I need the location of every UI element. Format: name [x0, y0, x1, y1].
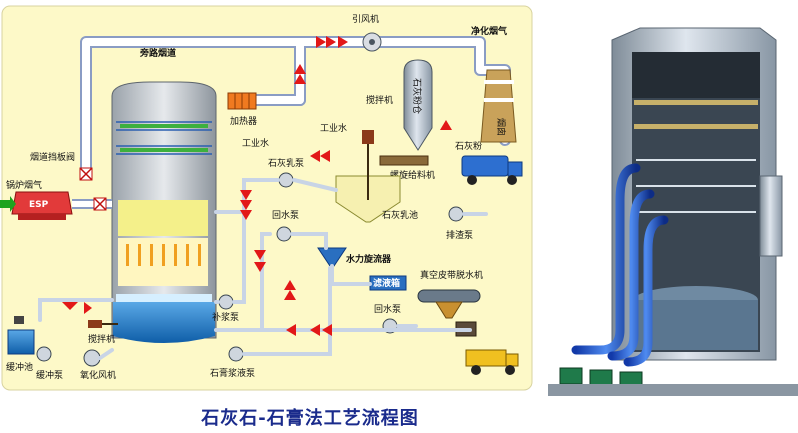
bypass-duct-label: 旁路烟道: [139, 47, 176, 59]
flush-tank-label: 缓冲池: [6, 361, 33, 373]
gypsum-truck: [465, 349, 519, 375]
heater-label: 加热器: [230, 115, 257, 127]
esp-label: ESP: [29, 200, 49, 210]
discharge-pump[interactable]: [448, 206, 464, 222]
absorber-3d-view: [548, 27, 798, 396]
heater: [227, 92, 257, 110]
lime-powder-label: 石灰粉: [455, 140, 482, 152]
flow-arrows: [62, 36, 452, 336]
clean-gas-label: 净化烟气: [471, 25, 507, 37]
inlet-valve[interactable]: [93, 197, 107, 211]
oxidation-fan-label: 氧化风机: [80, 369, 116, 381]
flush-pump[interactable]: [36, 346, 52, 362]
gypsum-slurry-pump[interactable]: [228, 346, 244, 362]
tank-mixer: [88, 320, 118, 328]
diagram-caption: 石灰石-石膏法工艺流程图: [201, 408, 419, 429]
oxidation-fan[interactable]: [83, 349, 101, 367]
flow-diagram-panel: 烟囱 引风机 净化烟气 旁路烟道 加热器: [0, 5, 533, 391]
lime-slurry-tank-label: 石灰乳池: [382, 209, 418, 221]
vacuum-filter-label: 真空皮带脱水机: [420, 269, 483, 281]
boiler-gas-label: 锅炉烟气: [6, 179, 42, 191]
gypsum-pump-label: 石膏浆液泵: [210, 367, 255, 379]
damper-label: 烟道挡板阀: [30, 151, 75, 163]
screw-feeder: [379, 155, 429, 166]
discharge-pump-label: 排渣泵: [446, 229, 473, 241]
lime-silo-label: 石灰粉仓: [411, 78, 423, 114]
absorber-tower: [111, 81, 217, 343]
induced-fan-label: 引风机: [352, 13, 379, 25]
return-pump-2-label: 回水泵: [374, 303, 401, 315]
chimney: 烟囱: [480, 69, 517, 143]
return-pump-1-label: 回水泵: [272, 209, 299, 221]
flush-tank: [7, 316, 35, 355]
makeup-pump[interactable]: [218, 294, 234, 310]
mixer-label: 搅拌机: [88, 333, 115, 345]
lime-truck: [461, 155, 523, 185]
damper-valve[interactable]: [79, 167, 93, 181]
esp-unit: ESP: [11, 191, 73, 220]
lime-slurry-pump[interactable]: [278, 172, 294, 188]
filtrate-box: 滤液箱: [369, 275, 407, 291]
return-pump-1[interactable]: [276, 226, 292, 242]
flush-pump-label: 缓冲泵: [36, 369, 63, 381]
makeup-pump-label: 补浆泵: [212, 311, 239, 323]
process-water-label-top: 工业水: [320, 122, 347, 134]
chimney-label: 烟囱: [495, 118, 507, 136]
process-water-label-mid: 工业水: [242, 137, 269, 149]
lime-silo: 石灰粉仓: [403, 59, 433, 151]
lime-slurry-pump-label: 石灰乳泵: [268, 157, 304, 169]
agitator-label-top: 搅拌机: [366, 94, 393, 106]
hydrocyclone-label: 水力旋流器: [346, 253, 392, 265]
filtrate-label: 滤液箱: [373, 277, 400, 289]
vacuum-belt-filter: [417, 289, 481, 319]
screw-feeder-label: 螺旋给料机: [390, 169, 435, 181]
slurry-lines: [38, 178, 488, 360]
induced-fan[interactable]: [362, 32, 382, 52]
lime-slurry-tank: [335, 130, 401, 223]
